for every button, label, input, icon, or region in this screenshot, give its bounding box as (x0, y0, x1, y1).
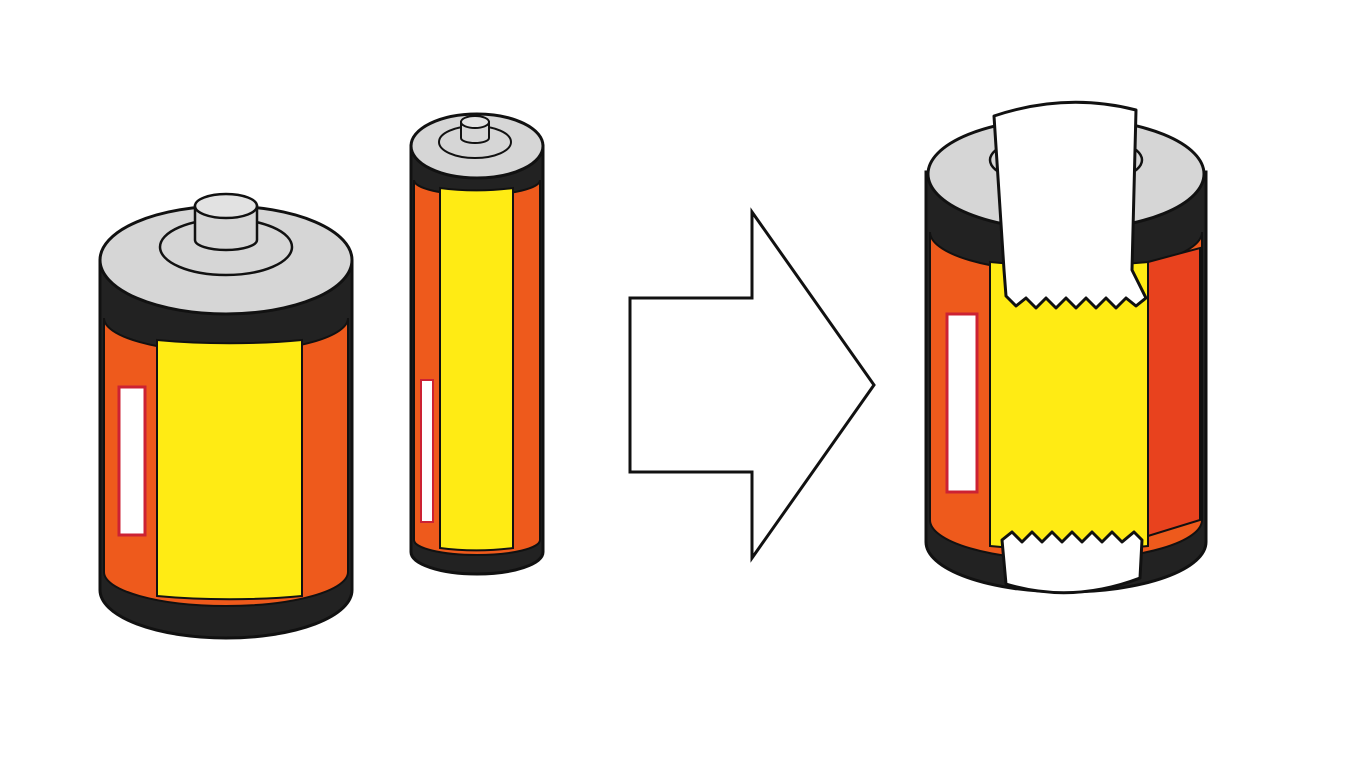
aa-label-yellow (439, 186, 514, 552)
taped-label-red (1147, 246, 1201, 538)
d-cell-terminal-top (193, 192, 259, 220)
aa-label-stripe (420, 379, 434, 523)
taped-label-stripe (945, 312, 979, 494)
paper-tape-top (992, 100, 1148, 310)
d-cell-label-yellow (156, 338, 303, 601)
right-arrow (628, 207, 876, 563)
aa-battery (409, 112, 545, 576)
d-cell-label-stripe (117, 385, 147, 537)
taped-battery (924, 100, 1208, 595)
aa-terminal-top (460, 115, 490, 129)
d-cell-battery (98, 192, 354, 640)
paper-tape-bottom (1000, 530, 1144, 595)
